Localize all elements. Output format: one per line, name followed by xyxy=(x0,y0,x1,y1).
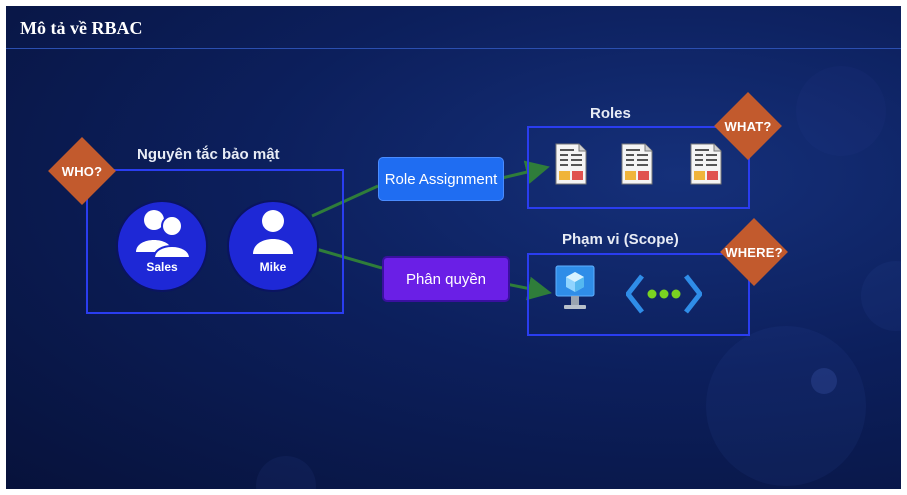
connector-role-assignment-to-roles xyxy=(501,160,550,184)
what-badge-label: WHAT? xyxy=(724,118,772,134)
background-bubble xyxy=(706,326,866,486)
role-assignment-button[interactable]: Role Assignment xyxy=(378,157,504,201)
user-name: Sales xyxy=(146,260,178,274)
user-mike[interactable]: Mike xyxy=(227,200,319,292)
who-badge: WHO? xyxy=(48,137,116,205)
background-bubble xyxy=(811,368,837,394)
network-code-icon[interactable] xyxy=(624,274,704,314)
connector-user-to-permission xyxy=(315,247,383,270)
background-bubble xyxy=(796,66,886,156)
security-principal-box xyxy=(86,169,344,314)
security-principal-label: Nguyên tắc bảo mật xyxy=(137,146,280,163)
slide: Mô tả về RBAC Nguyên tắc bảo mật Sales M… xyxy=(6,6,901,489)
connector-permission-to-scope xyxy=(505,276,552,301)
what-badge: WHAT? xyxy=(714,92,782,160)
roles-label: Roles xyxy=(590,105,631,122)
document-icon[interactable] xyxy=(555,143,587,185)
document-icon[interactable] xyxy=(690,143,722,185)
who-badge-label: WHO? xyxy=(61,163,103,179)
user-sales[interactable]: Sales xyxy=(116,200,208,292)
permission-button[interactable]: Phân quyền xyxy=(382,256,510,302)
scope-box xyxy=(527,253,750,336)
connector-user-to-role-assignment xyxy=(311,184,379,218)
virtual-machine-icon[interactable] xyxy=(555,264,595,320)
roles-box xyxy=(527,126,750,209)
connector-lines xyxy=(311,160,552,301)
user-icon xyxy=(253,210,293,254)
title-bar: Mô tả về RBAC xyxy=(6,6,901,49)
scope-label: Phạm vi (Scope) xyxy=(562,231,679,248)
slide-title: Mô tả về RBAC xyxy=(20,18,143,38)
where-badge-label: WHERE? xyxy=(725,244,783,260)
document-icon[interactable] xyxy=(621,143,653,185)
where-badge: WHERE? xyxy=(720,218,788,286)
user-name: Mike xyxy=(259,260,287,274)
group-icon xyxy=(136,210,192,259)
